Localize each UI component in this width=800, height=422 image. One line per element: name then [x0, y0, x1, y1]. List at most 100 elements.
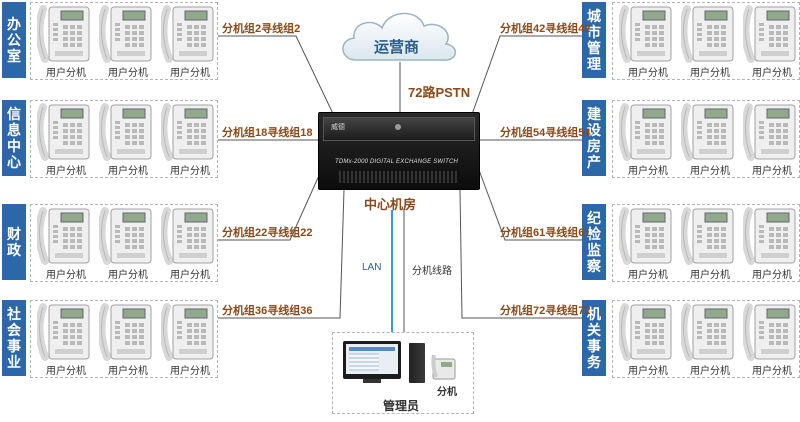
link-label-finance: 分机组22寻线组22: [222, 227, 313, 239]
phone-caption: 用户分机: [170, 68, 210, 79]
dept-group-housing: 用户分机 用户分机 用户分机: [612, 100, 800, 178]
dept-label-char: 房: [587, 138, 601, 154]
link-label-affairs: 分机组72寻线组72: [500, 305, 591, 317]
phone-caption: 用户分机: [108, 68, 148, 79]
dept-label-char: 事: [587, 338, 601, 354]
desk-phone-icon: [97, 101, 155, 163]
dept-label-office: 办公室: [2, 2, 26, 78]
phone-caption: 用户分机: [690, 68, 730, 79]
dept-label-char: 信: [7, 106, 21, 122]
phone-caption: 用户分机: [752, 270, 792, 281]
desk-phone-icon: [35, 301, 93, 363]
dept-label-char: 理: [587, 56, 601, 72]
desk-phone-icon: [159, 101, 217, 163]
dept-label-char: 心: [7, 154, 21, 170]
phone-caption: 用户分机: [108, 366, 148, 377]
phone-caption: 用户分机: [690, 366, 730, 377]
phone-caption: 用户分机: [46, 270, 86, 281]
dept-label-char: 息: [7, 122, 21, 138]
admin-group: 分机 管理员: [332, 332, 474, 414]
desk-phone-icon: [741, 3, 799, 65]
desk-phone-icon: [159, 205, 217, 267]
dept-label-char: 产: [587, 154, 601, 170]
phone-caption: 用户分机: [752, 166, 792, 177]
desk-phone-icon: [679, 3, 737, 65]
link-label-housing: 分机组54寻线组54: [500, 127, 591, 139]
link-label-office: 分机组2寻线组2: [222, 23, 301, 35]
line-finance: [218, 159, 327, 241]
dept-label-urban: 城市管理: [582, 2, 606, 78]
pc-tower-icon: [409, 343, 425, 383]
dept-label-finance: 财政: [2, 204, 26, 280]
desk-phone-icon: [35, 205, 93, 267]
phone-caption: 用户分机: [752, 366, 792, 377]
line-social: [218, 189, 345, 319]
dept-label-char: 建: [587, 106, 601, 122]
switch-key: [395, 124, 401, 130]
dept-label-char: 会: [7, 322, 21, 338]
dept-label-char: 机: [587, 306, 601, 322]
dept-label-affairs: 机关事务: [582, 300, 606, 376]
dept-label-char: 公: [7, 32, 21, 48]
dept-label-char: 中: [7, 138, 21, 154]
phone-caption: 用户分机: [46, 166, 86, 177]
phone-caption: 用户分机: [170, 166, 210, 177]
dept-label-char: 市: [587, 24, 601, 40]
dept-label-char: 纪: [587, 210, 601, 226]
link-label-social: 分机组36寻线组36: [222, 305, 313, 317]
dept-label-char: 社: [7, 306, 21, 322]
dept-label-char: 关: [587, 322, 601, 338]
line-affairs: [459, 189, 582, 319]
dept-label-char: 政: [7, 242, 21, 258]
desk-phone-icon: [617, 3, 675, 65]
phone-caption: 用户分机: [752, 68, 792, 79]
desk-phone-icon: [741, 101, 799, 163]
dept-label-char: 管: [587, 40, 601, 56]
monitor-stand: [363, 379, 381, 383]
dept-label-char: 务: [587, 354, 601, 370]
desk-phone-icon: [97, 205, 155, 267]
desk-phone-icon: [617, 101, 675, 163]
dept-label-char: 室: [7, 48, 21, 64]
desk-phone-icon: [679, 205, 737, 267]
line-urban: [469, 35, 582, 121]
exchange-switch: 威德 TDMx-2000 DIGITAL EXCHANGE SWITCH: [318, 112, 480, 190]
phone-caption: 用户分机: [690, 166, 730, 177]
ext-line-label: 分机线路: [412, 266, 452, 277]
dept-label-char: 察: [587, 258, 601, 274]
cloud-label: 运营商: [374, 39, 420, 56]
phone-caption: 用户分机: [628, 68, 668, 79]
cloud-icon: [342, 12, 456, 61]
phone-caption: 用户分机: [46, 366, 86, 377]
lan-label: LAN: [362, 262, 382, 273]
line-office: [218, 35, 337, 121]
desk-phone-icon: [679, 101, 737, 163]
dept-label-char: 事: [7, 338, 21, 354]
monitor-icon: [343, 341, 401, 379]
dept-group-affairs: 用户分机 用户分机 用户分机: [612, 300, 800, 378]
dept-label-char: 监: [587, 242, 601, 258]
dept-label-char: 设: [587, 122, 601, 138]
desk-phone-icon: [35, 101, 93, 163]
switch-brand: 威德: [331, 124, 345, 131]
dept-label-social: 社会事业: [2, 300, 26, 376]
center-room-label: 中心机房: [364, 197, 417, 212]
desk-phone-icon: [741, 205, 799, 267]
dept-group-info: 用户分机 用户分机 用户分机: [30, 100, 218, 178]
admin-phone-icon: [431, 351, 457, 381]
phone-caption: 用户分机: [628, 166, 668, 177]
admin-phone-caption: 分机: [437, 387, 457, 398]
admin-caption: 管理员: [383, 399, 420, 413]
phone-caption: 用户分机: [108, 166, 148, 177]
dept-label-discipline: 纪检监察: [582, 204, 606, 280]
phone-caption: 用户分机: [170, 366, 210, 377]
desk-phone-icon: [97, 3, 155, 65]
switch-vent: [339, 171, 459, 183]
dept-group-finance: 用户分机 用户分机 用户分机: [30, 204, 218, 282]
desk-phone-icon: [617, 205, 675, 267]
phone-caption: 用户分机: [690, 270, 730, 281]
dept-label-char: 财: [7, 226, 21, 242]
phone-caption: 用户分机: [108, 270, 148, 281]
dept-group-social: 用户分机 用户分机 用户分机: [30, 300, 218, 378]
